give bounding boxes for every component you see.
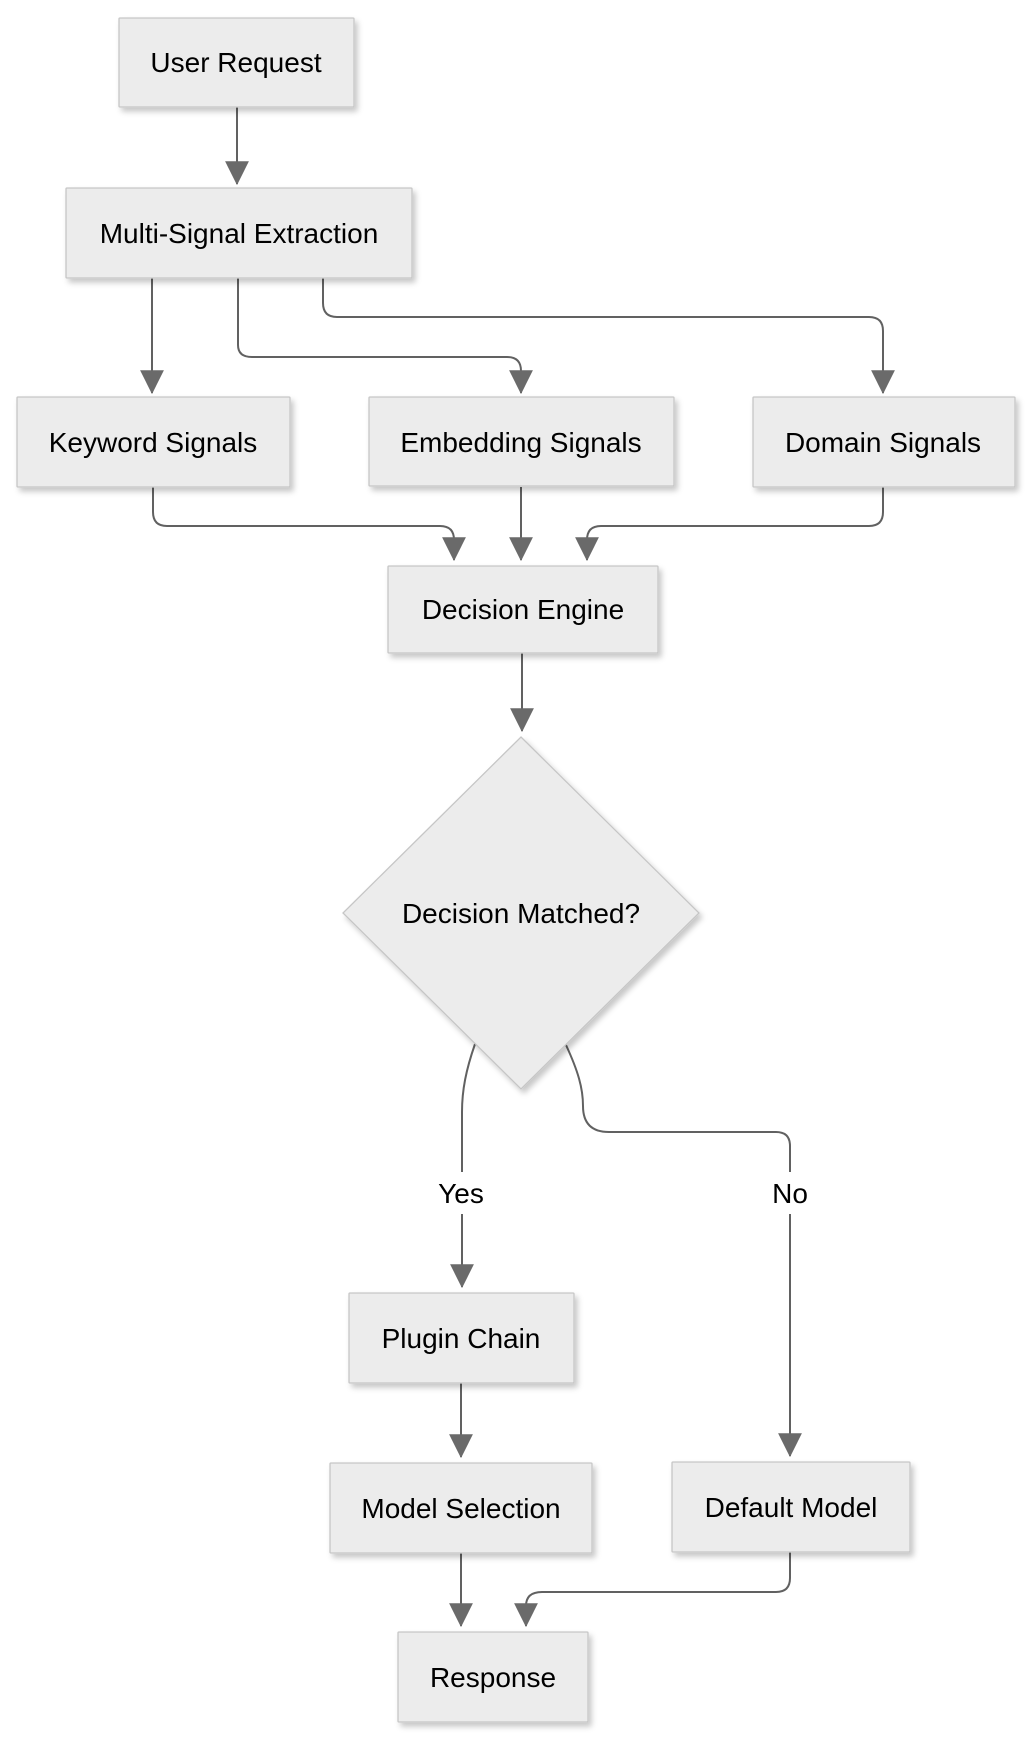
- label-layer: User Request Multi-Signal Extraction Key…: [49, 47, 981, 1693]
- model-selection-label: Model Selection: [361, 1493, 560, 1524]
- default-model-label: Default Model: [705, 1492, 878, 1523]
- node-embedding-signals: [368, 396, 675, 487]
- domain-signals-label: Domain Signals: [785, 427, 981, 458]
- node-default-model: [671, 1461, 911, 1553]
- response-label: Response: [430, 1662, 556, 1693]
- node-keyword-signals: [16, 396, 291, 488]
- edge-diamond-no-upper: [565, 1044, 791, 1172]
- decision-matched-label: Decision Matched?: [402, 898, 640, 929]
- edge-diamond-yes-upper: [461, 1043, 476, 1172]
- user-request-label: User Request: [150, 47, 321, 78]
- decision-engine-label: Decision Engine: [422, 594, 624, 625]
- node-response: [397, 1631, 589, 1723]
- node-decision-engine: [387, 565, 659, 654]
- node-domain-signals: [752, 396, 1016, 488]
- node-layer: [16, 17, 1016, 1723]
- yes-edge-label: Yes: [438, 1178, 484, 1209]
- node-plugin-chain: [348, 1292, 575, 1384]
- yes-label-background: [432, 1174, 490, 1212]
- keyword-signals-label: Keyword Signals: [49, 427, 258, 458]
- no-label-background: [767, 1174, 813, 1212]
- node-user-request: [118, 17, 355, 108]
- plugin-chain-label: Plugin Chain: [382, 1323, 541, 1354]
- node-model-selection: [329, 1462, 593, 1554]
- edge-keyword-to-decision-engine: [152, 487, 466, 562]
- no-edge-label: No: [772, 1178, 808, 1209]
- edge-multi-signal-to-embedding: [237, 278, 533, 395]
- multi-signal-extraction-label: Multi-Signal Extraction: [100, 218, 379, 249]
- node-multi-signal-extraction: [65, 187, 413, 279]
- node-decision-matched-diamond: [342, 736, 700, 1090]
- edge-domain-to-decision-engine: [575, 487, 884, 562]
- edge-default-model-to-response: [514, 1552, 791, 1628]
- embedding-signals-label: Embedding Signals: [400, 427, 641, 458]
- edge-layer: [140, 107, 895, 1628]
- edge-multi-signal-to-domain: [322, 278, 895, 395]
